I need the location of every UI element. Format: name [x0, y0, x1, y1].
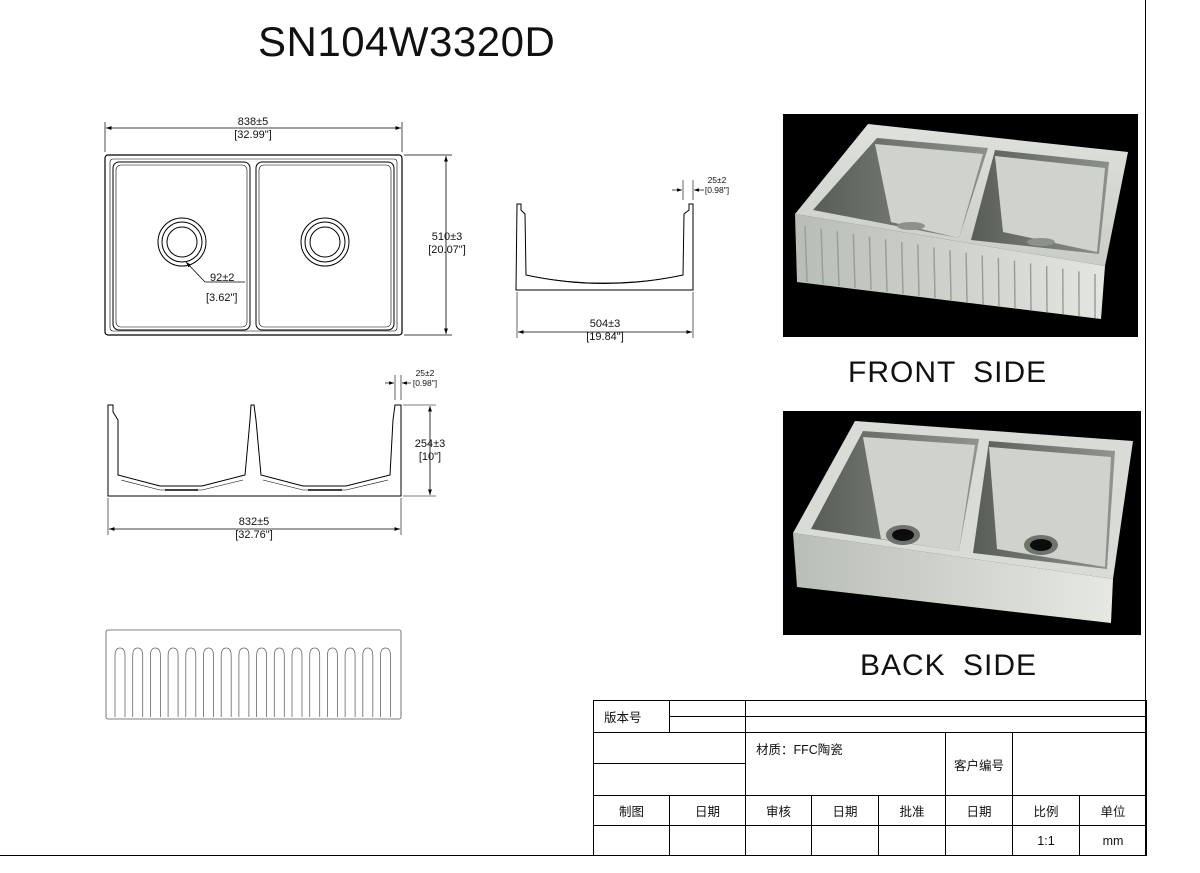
model-title: SN104W3320D: [258, 18, 556, 65]
drawn-by-label: 制图: [593, 795, 670, 826]
back-side-render: [783, 411, 1141, 635]
drawing-frame-right: [1145, 0, 1146, 856]
apron-flute: [273, 647, 285, 717]
apron-flute: [203, 647, 214, 717]
render-flute: [868, 236, 872, 291]
date-label-3: 日期: [945, 795, 1013, 826]
dim-front-height-mm: 254±3: [414, 438, 446, 450]
dim-front-rim-mm: 25±2: [415, 368, 435, 378]
scale-value: 1:1: [1012, 825, 1080, 856]
review-value: [745, 825, 812, 856]
version-label-cell: 版本号: [593, 700, 670, 733]
render-flute: [917, 244, 920, 297]
dim-side-rim: 25±2 [0.98"]: [698, 175, 736, 195]
render-flute: [981, 255, 984, 305]
dim-drain-in: [3.62"]: [206, 292, 238, 304]
dim-front-width-mm: 832±5: [238, 516, 270, 528]
apron-flute: [185, 647, 197, 717]
apron-front-elevation: [105, 629, 402, 720]
material-cell: 材质：FFC陶瓷: [745, 732, 946, 796]
render-flute: [836, 231, 840, 287]
dim-front-width-in: [32.76"]: [235, 529, 273, 541]
dim-front-rim-in: [0.98"]: [412, 378, 438, 388]
dim-top-depth-in: [20.07"]: [428, 244, 466, 256]
date-label-2: 日期: [811, 795, 879, 826]
blank-cell-1: [593, 732, 746, 764]
render-flute: [804, 225, 808, 283]
apron-flute: [150, 647, 161, 717]
apron-flute: [291, 647, 303, 717]
apron-flute: [380, 647, 391, 717]
version-value-cell-a: [669, 700, 746, 717]
customer-no-value-cell: [1012, 732, 1147, 796]
approve-value: [878, 825, 946, 856]
apron-flute: [220, 647, 232, 717]
version-value-cell-c: [669, 716, 746, 733]
dim-top-width-in: [32.99"]: [234, 129, 272, 141]
apron-flute: [132, 647, 144, 717]
render-flute: [884, 239, 888, 293]
dim-top-depth: 510±3 [20.07"]: [419, 231, 475, 257]
dim-side-width: 504±3 [19.84"]: [575, 318, 635, 344]
apron-flute: [327, 647, 338, 717]
drawing-frame-bottom: [0, 855, 1146, 856]
drawn-by-value: [593, 825, 670, 856]
dim-drain: 92±2 [3.62"]: [200, 268, 250, 308]
dim-front-width: 832±5 [32.76"]: [222, 516, 286, 542]
apron-flute: [167, 647, 179, 717]
render-flute: [965, 252, 968, 303]
apron-flute: [238, 647, 250, 717]
date-value-1: [669, 825, 746, 856]
dim-side-width-in: [19.84"]: [586, 331, 624, 343]
front-side-label: FRONT SIDE: [848, 356, 1048, 389]
front-side-render: [783, 114, 1138, 337]
render-flute: [1013, 260, 1016, 309]
dim-front-rim: 25±2 [0.98"]: [406, 368, 444, 388]
approve-label: 批准: [878, 795, 946, 826]
back-side-label: BACK SIDE: [860, 649, 1038, 682]
render-flute: [949, 249, 952, 301]
scale-label: 比例: [1012, 795, 1080, 826]
dim-front-height-in: [10"]: [418, 451, 442, 463]
apron-flute: [362, 647, 374, 717]
dim-side-width-mm: 504±3: [589, 318, 621, 330]
render-flute: [997, 257, 1000, 307]
front-section-view: [107, 375, 436, 535]
render-flute: [900, 241, 904, 295]
unit-label: 单位: [1079, 795, 1147, 826]
top-view: [104, 122, 452, 336]
apron-flute: [309, 647, 321, 717]
dim-front-height: 254±3 [10"]: [408, 438, 452, 464]
date-value-2: [811, 825, 879, 856]
customer-no-label-cell: 客户编号: [945, 732, 1013, 796]
apron-flute: [256, 647, 267, 717]
version-value-cell-d: [745, 716, 1147, 733]
dim-drain-mm: 92±2: [210, 272, 235, 284]
unit-value: mm: [1079, 825, 1147, 856]
render-flute: [933, 247, 936, 299]
review-label: 审核: [745, 795, 812, 826]
dim-side-rim-in: [0.98"]: [704, 185, 730, 195]
dim-top-width-mm: 838±5: [237, 116, 269, 128]
title-block-table: 版本号 材质：FFC陶瓷 客户编号 制图 日期 审核 日期 批准 日期 比例 单…: [593, 700, 1147, 856]
render-flute: [820, 228, 824, 285]
render-flute: [852, 233, 856, 289]
blank-cell-2: [593, 763, 746, 796]
dim-side-rim-mm: 25±2: [707, 175, 727, 185]
version-value-cell-b: [745, 700, 1147, 717]
date-value-3: [945, 825, 1013, 856]
apron-flute: [344, 647, 356, 717]
date-label-1: 日期: [669, 795, 746, 826]
dim-top-width: 838±5 [32.99"]: [215, 116, 291, 142]
side-section-view: [515, 180, 704, 338]
dim-top-depth-mm: 510±3: [431, 231, 463, 243]
apron-flute: [114, 647, 126, 717]
